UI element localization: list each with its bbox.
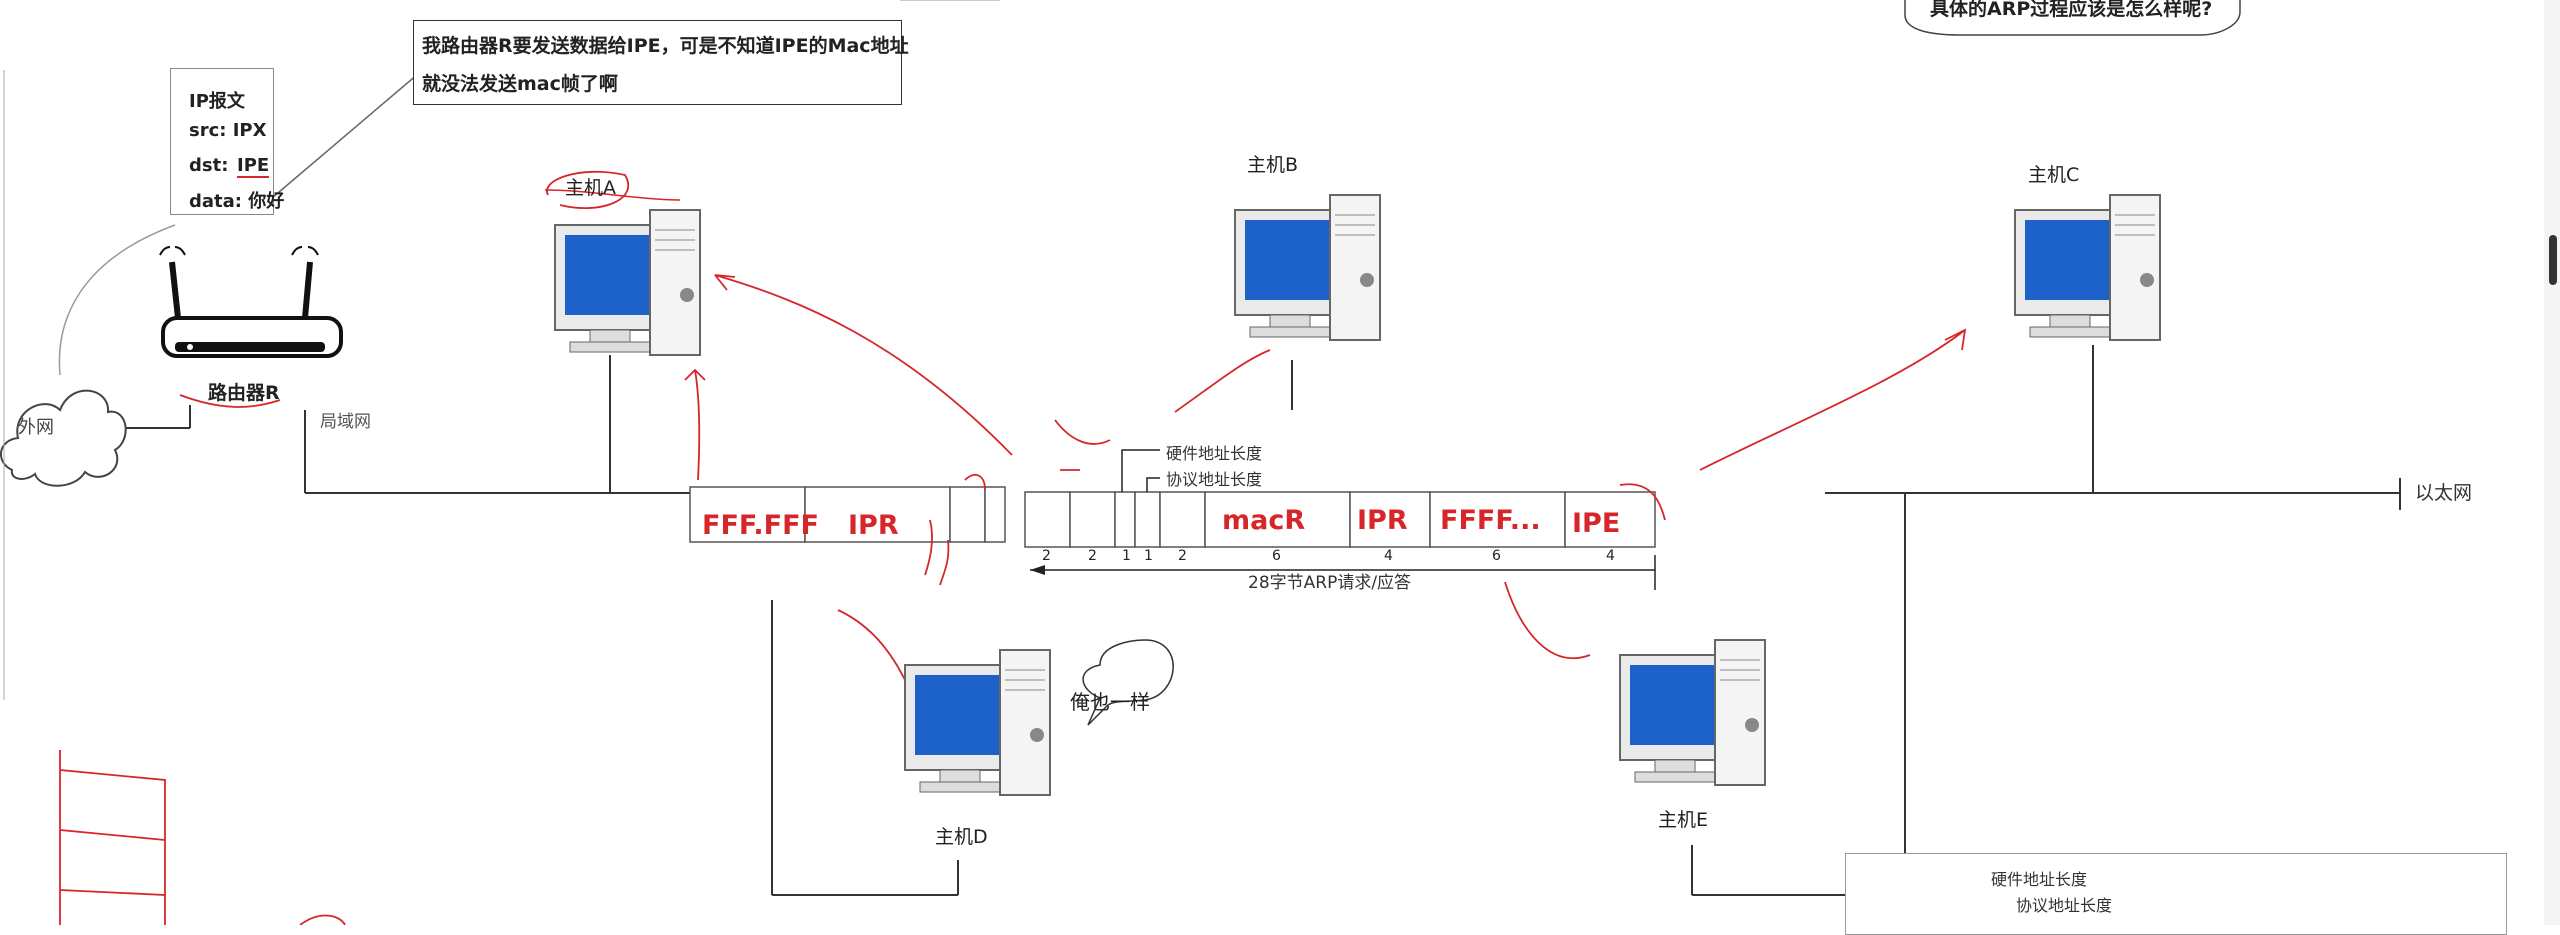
speech-bubble-d — [1082, 639, 1174, 726]
arp-length-caption: 28字节ARP请求/应答 — [1248, 573, 1412, 593]
field-size-3: 1 — [1122, 548, 1131, 564]
host-c-label: 主机C — [2028, 164, 2080, 186]
host-d-computer-icon — [904, 649, 1051, 796]
lan-label: 局域网 — [320, 412, 371, 432]
router-label: 路由器R — [208, 382, 280, 404]
vertical-scrollbar[interactable] — [2544, 0, 2560, 925]
bottom-hw-addr-len: 硬件地址长度 — [1991, 870, 2088, 889]
host-a-label: 主机A — [565, 177, 616, 199]
bottom-proto-addr-len: 协议地址长度 — [2016, 896, 2113, 915]
router-speech-line1: 我路由器R要发送数据给IPE，可是不知道IPE的Mac地址 — [422, 35, 909, 57]
router-icon — [159, 246, 343, 358]
field-size-8: 6 — [1492, 548, 1501, 564]
speech-d-text: 俺也一样 — [1070, 690, 1150, 714]
field-size-4: 1 — [1144, 548, 1153, 564]
ip-packet-data: data: 你好 — [189, 191, 285, 212]
field-arrows — [1030, 449, 1656, 590]
host-b-computer-icon — [1234, 194, 1381, 341]
router-speech-line2: 就没法发送mac帧了啊 — [422, 73, 618, 95]
scrollbar-thumb[interactable] — [2549, 235, 2557, 285]
proto-addr-len-label: 协议地址长度 — [1166, 470, 1263, 489]
cloud-label: 外网 — [18, 417, 54, 438]
host-a-computer-icon — [554, 209, 701, 356]
host-d-label: 主机D — [935, 826, 988, 848]
ethernet-label: 以太网 — [2415, 482, 2473, 504]
frame-field-dest-mac: FFF.FFF — [702, 510, 819, 541]
question-text: 具体的ARP过程应该是怎么样呢? — [1930, 0, 2213, 20]
host-b-label: 主机B — [1247, 154, 1299, 176]
frame-field-sender-ip: IPR — [1357, 505, 1408, 536]
host-e-label: 主机E — [1658, 809, 1709, 831]
arp-frame-left — [689, 486, 1006, 543]
ip-packet-dst-value: IPE — [237, 155, 270, 178]
ip-packet-dst-label: dst: — [189, 155, 229, 176]
bottom-arp-panel: 硬件地址长度 协议地址长度 — [1845, 853, 2507, 935]
hw-addr-len-label: 硬件地址长度 — [1166, 444, 1263, 463]
ip-packet-src: src: IPX — [189, 120, 267, 141]
field-size-6: 6 — [1272, 548, 1281, 564]
internet-cloud-icon — [0, 389, 127, 487]
arp-frame-right — [1024, 491, 1656, 548]
field-size-5: 2 — [1178, 548, 1187, 564]
red-pen-annotations — [59, 170, 1967, 925]
ip-packet-box: IP报文 src: IPX dst: IPE data: 你好 — [170, 68, 284, 215]
frame-field-sender-mac: macR — [1222, 505, 1306, 536]
pointer-line-2 — [58, 224, 176, 376]
field-size-2: 2 — [1088, 548, 1097, 564]
field-size-9: 4 — [1606, 548, 1615, 564]
host-c-computer-icon — [2014, 194, 2161, 341]
question-bubble — [1904, 0, 2241, 36]
ip-packet-title: IP报文 — [189, 91, 245, 112]
pointer-line — [271, 67, 426, 199]
frame-field-target-mac: FFFF... — [1440, 505, 1541, 536]
arp-length-arrow-left — [1030, 565, 1045, 575]
field-size-7: 4 — [1384, 548, 1393, 564]
router-speech-box: 我路由器R要发送数据给IPE，可是不知道IPE的Mac地址 就没法发送mac帧了… — [413, 20, 909, 105]
frame-field-src-ip: IPR — [848, 510, 899, 541]
field-size-1: 2 — [1042, 548, 1051, 564]
host-e-computer-icon — [1619, 639, 1766, 786]
network-lines — [115, 345, 2401, 896]
frame-field-target-ip: IPE — [1572, 508, 1621, 539]
